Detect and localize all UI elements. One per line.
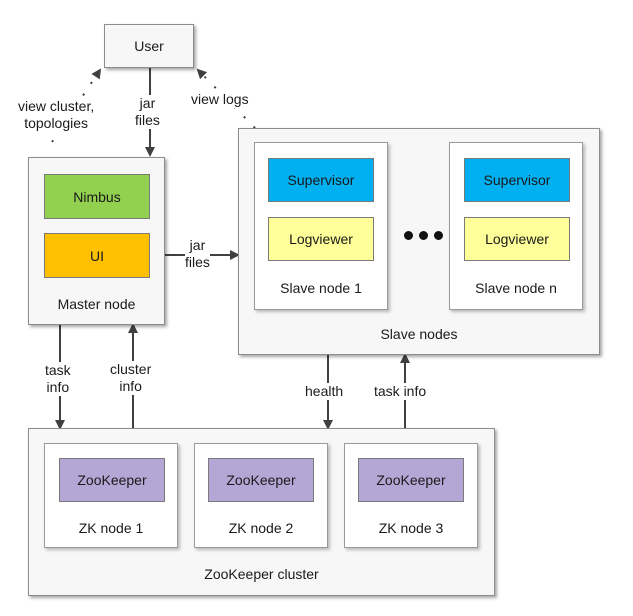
zookeeper-cluster-label: ZooKeeper cluster bbox=[204, 566, 319, 582]
ellipsis-dot-2 bbox=[419, 231, 428, 240]
supervisor-component-n: Supervisor bbox=[464, 158, 570, 202]
edge-label-task-info-master: task info bbox=[45, 362, 71, 396]
zk-node-1-label: ZK node 1 bbox=[78, 520, 144, 536]
ui-label: UI bbox=[90, 247, 104, 264]
supervisor-label-1: Supervisor bbox=[287, 172, 355, 188]
zookeeper-component-2: ZooKeeper bbox=[208, 458, 314, 502]
slave-node-n-label: Slave node n bbox=[475, 280, 557, 296]
ui-component: UI bbox=[44, 233, 150, 278]
supervisor-component-1: Supervisor bbox=[268, 158, 374, 202]
nimbus-component: Nimbus bbox=[44, 174, 150, 219]
zookeeper-component-3: ZooKeeper bbox=[358, 458, 464, 502]
zookeeper-label-1: ZooKeeper bbox=[77, 472, 147, 488]
zookeeper-component-1: ZooKeeper bbox=[59, 458, 165, 502]
edge-label-task-info-slave: task info bbox=[374, 383, 427, 400]
user-label: User bbox=[134, 38, 164, 54]
logviewer-label-1: Logviewer bbox=[289, 231, 353, 247]
edge-label-view-cluster: view cluster, topologies bbox=[18, 98, 95, 132]
zookeeper-label-3: ZooKeeper bbox=[376, 472, 446, 488]
logviewer-label-n: Logviewer bbox=[485, 231, 549, 247]
edge-label-jar-files-master: jar files bbox=[185, 237, 210, 271]
master-node-label: Master node bbox=[57, 296, 136, 312]
ellipsis-dot-1 bbox=[404, 231, 413, 240]
edge-label-view-logs: view logs bbox=[191, 91, 249, 108]
edge-label-health: health bbox=[305, 383, 344, 400]
zk-node-3-label: ZK node 3 bbox=[378, 520, 444, 536]
logviewer-component-1: Logviewer bbox=[268, 217, 374, 261]
user-box: User bbox=[104, 24, 194, 68]
logviewer-component-n: Logviewer bbox=[464, 217, 570, 261]
edge-label-cluster-info: cluster info bbox=[110, 361, 152, 395]
supervisor-label-n: Supervisor bbox=[483, 172, 551, 188]
slave-node-1-label: Slave node 1 bbox=[280, 280, 362, 296]
nimbus-label: Nimbus bbox=[73, 188, 121, 205]
zookeeper-label-2: ZooKeeper bbox=[226, 472, 296, 488]
edge-label-jar-files-user: jar files bbox=[135, 95, 160, 129]
slave-nodes-label: Slave nodes bbox=[380, 326, 458, 342]
ellipsis-dot-3 bbox=[434, 231, 443, 240]
zk-node-2-label: ZK node 2 bbox=[228, 520, 294, 536]
